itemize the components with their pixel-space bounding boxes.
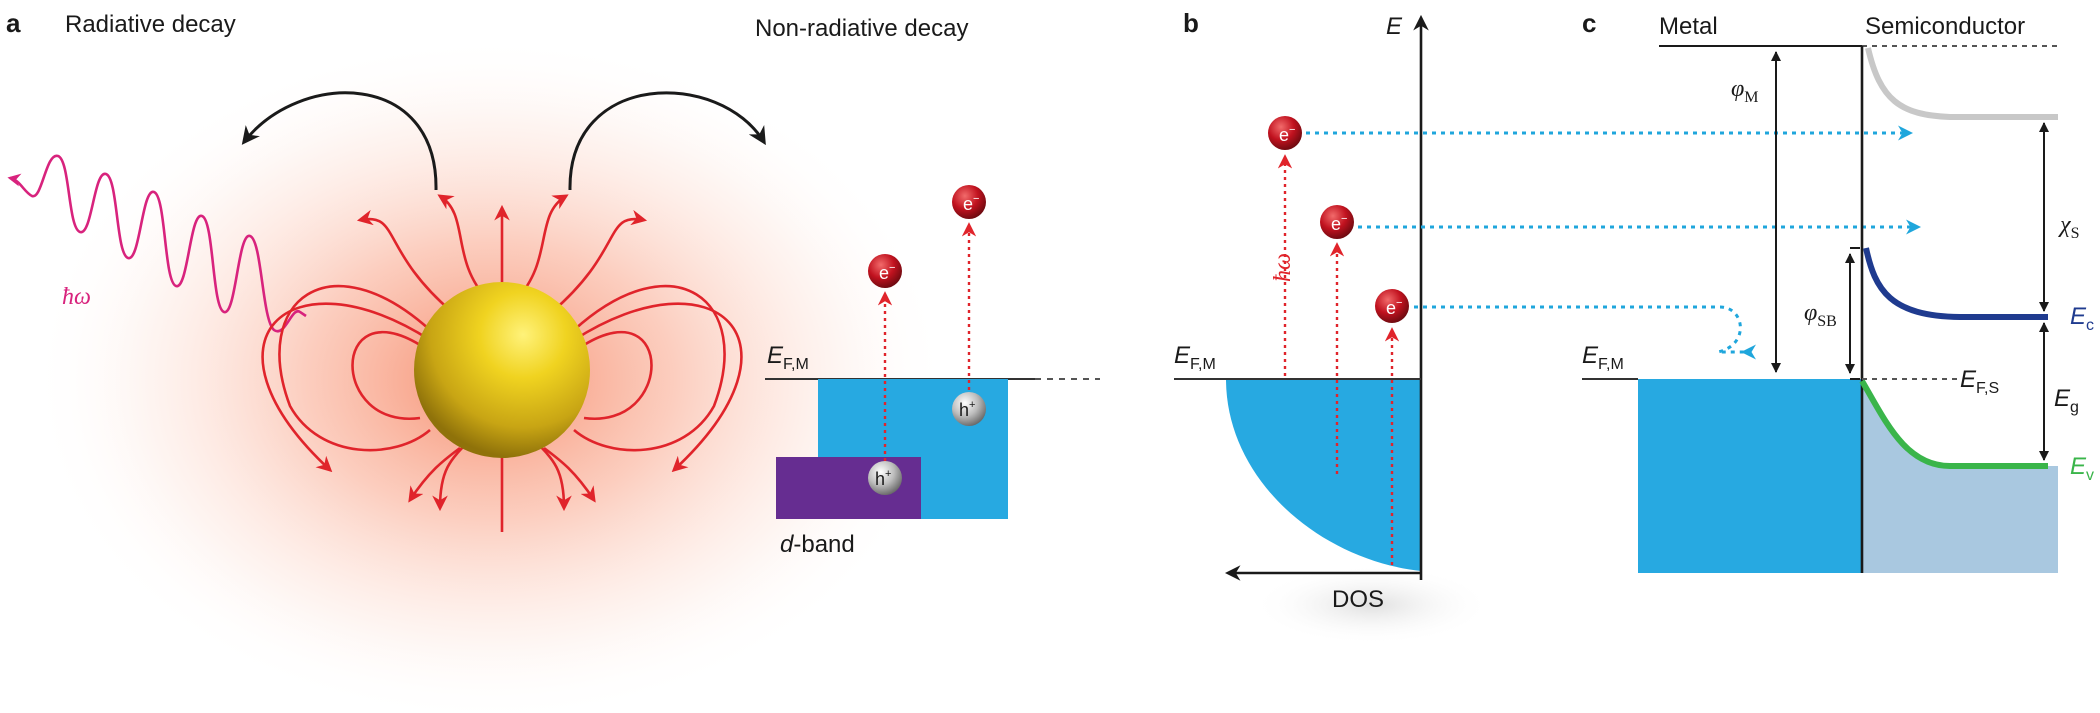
electron-reflection-arrow xyxy=(1414,305,1748,354)
dos-shadow xyxy=(1252,565,1492,645)
fermi-level-label: EF,M xyxy=(767,342,809,373)
dos-axis-label: DOS xyxy=(1332,586,1384,613)
svg-text:h+: h+ xyxy=(875,468,891,489)
panel-a-letter: a xyxy=(6,8,21,38)
field-line xyxy=(583,330,653,420)
electron-particle: e− xyxy=(1268,116,1302,150)
field-line xyxy=(351,330,421,420)
electron-affinity-label: χS xyxy=(2058,212,2079,242)
non-radiative-decay-title: Non-radiative decay xyxy=(755,15,968,42)
semiconductor-valence-fill xyxy=(1862,381,2058,573)
emitted-photon-wave xyxy=(7,154,307,333)
semiconductor-vacuum-level xyxy=(1865,47,2058,120)
gold-nanoparticle xyxy=(414,282,590,458)
fermi-level-label: EF,M xyxy=(1174,342,1216,373)
svg-text:e−: e− xyxy=(1386,297,1402,318)
field-line xyxy=(573,302,743,473)
svg-text:e−: e− xyxy=(1279,124,1295,145)
panel-b: b E DOS EF,M ħω e− e− e− xyxy=(1174,8,1921,645)
hole-particle: h+ xyxy=(868,461,902,495)
electron-particle: e− xyxy=(1320,205,1354,239)
panel-c-letter: c xyxy=(1582,8,1596,38)
panel-b-letter: b xyxy=(1183,8,1199,38)
field-line xyxy=(573,285,726,452)
electron-particle: e− xyxy=(868,254,902,288)
radiative-decay-title: Radiative decay xyxy=(65,11,236,38)
energy-axis-label: E xyxy=(1386,13,1403,40)
svg-text:e−: e− xyxy=(879,262,895,283)
valence-band-label: Ev xyxy=(2070,453,2094,484)
band-gap-label: Eg xyxy=(2054,385,2079,416)
metal-label: Metal xyxy=(1659,13,1718,40)
photon-energy-label: ħω xyxy=(62,284,91,310)
valence-band-edge xyxy=(1859,379,2048,469)
metal-band-block xyxy=(1638,379,1862,573)
metal-fermi-label: EF,M xyxy=(1582,342,1624,373)
panel-c: c Metal Semiconductor EF,M EF,S φM φSB χ… xyxy=(1582,8,2094,573)
work-function-label: φM xyxy=(1731,76,1759,106)
field-line xyxy=(261,302,431,473)
density-of-states-fill xyxy=(1226,379,1421,571)
electron-particle: e− xyxy=(952,185,986,219)
conduction-band-edge xyxy=(1863,247,2048,320)
field-line xyxy=(356,209,453,313)
semiconductor-fermi-label: EF,S xyxy=(1960,366,1999,397)
hole-particle: h+ xyxy=(952,392,986,426)
schottky-barrier-label: φSB xyxy=(1804,300,1837,330)
d-band-label: d-band xyxy=(780,531,855,558)
photon-energy-label: ħω xyxy=(1270,253,1296,282)
panel-a: a Radiative decay Non-radiative decay ħω xyxy=(6,8,1100,713)
electron-particle: e− xyxy=(1375,289,1409,323)
svg-text:h+: h+ xyxy=(959,399,975,420)
field-line xyxy=(278,285,431,452)
semiconductor-label: Semiconductor xyxy=(1865,13,2025,40)
svg-text:e−: e− xyxy=(963,193,979,214)
non-radiative-decay-arrow xyxy=(568,91,766,191)
field-line xyxy=(408,446,461,503)
field-line xyxy=(543,446,596,503)
radiative-decay-arrow xyxy=(241,91,438,191)
d-band-block xyxy=(776,457,921,519)
field-line xyxy=(551,209,648,313)
conduction-band-label: Ec xyxy=(2070,303,2094,334)
svg-text:e−: e− xyxy=(1331,213,1347,234)
